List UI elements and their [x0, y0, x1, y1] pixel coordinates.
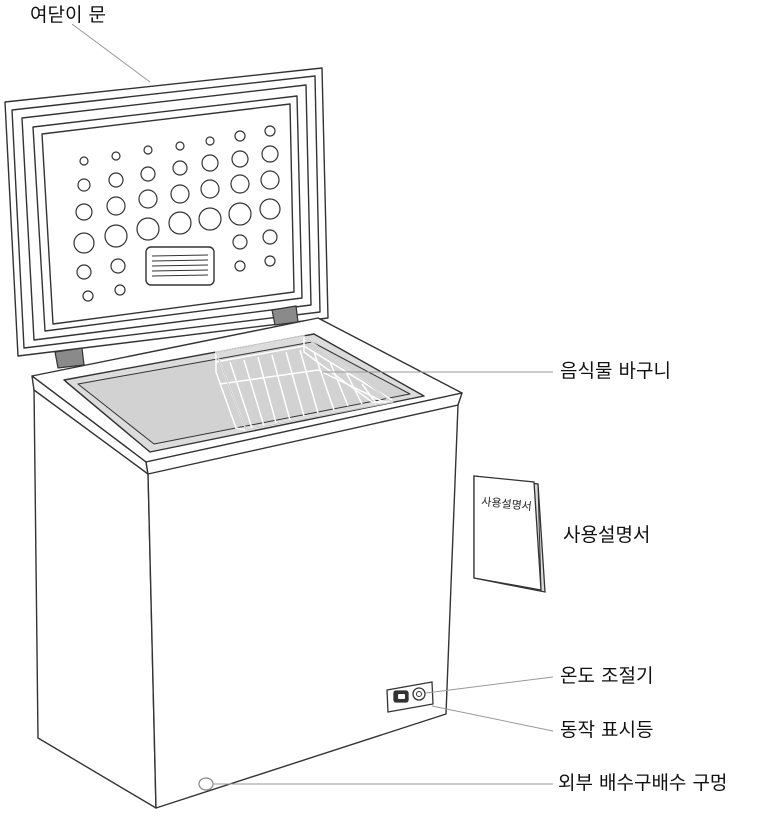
leader-lines — [71, 23, 554, 785]
label-indicator: 동작 표시등 — [560, 719, 654, 741]
cabinet — [31, 317, 463, 809]
label-lid: 여닫이 문 — [30, 4, 106, 26]
thermostat-knob — [412, 687, 426, 701]
label-manual: 사용설명서 — [563, 524, 651, 546]
control-panel — [386, 681, 434, 713]
hinge-left — [54, 347, 85, 369]
lid-outer-frame — [4, 67, 329, 357]
manual-cover-text: 사용설명서 — [481, 495, 533, 513]
label-drain: 외부 배수구배수 구멍 — [558, 772, 728, 794]
drain-hole — [198, 777, 214, 791]
label-thermostat: 온도 조절기 — [560, 665, 654, 687]
label-basket: 음식물 바구니 — [560, 360, 671, 382]
manual-booklet: 사용설명서 — [473, 475, 546, 593]
cabinet-front — [147, 404, 459, 809]
lid — [4, 67, 329, 357]
lid-dimples — [73, 125, 281, 302]
